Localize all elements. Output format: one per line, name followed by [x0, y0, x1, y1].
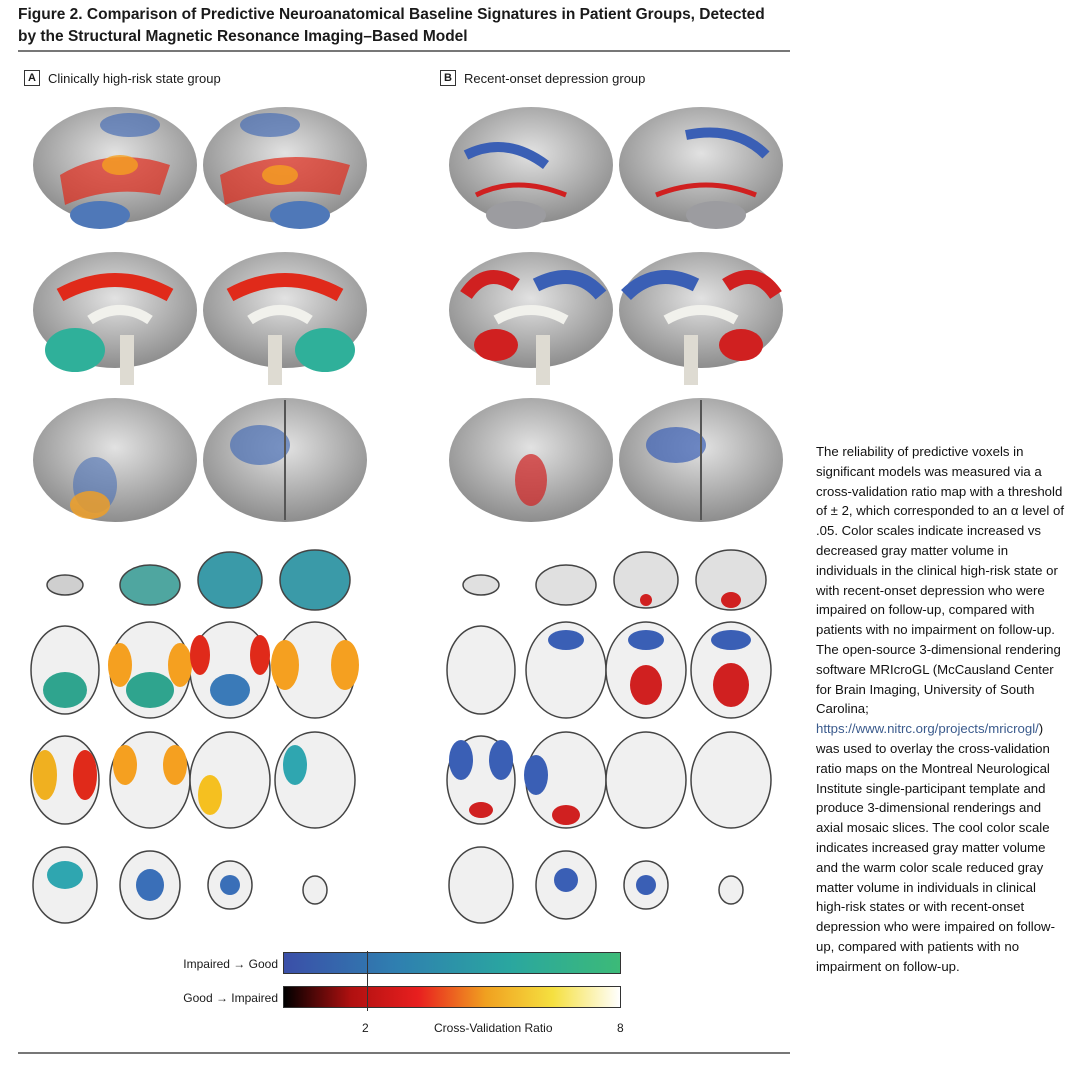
- colorbar-warm-label: Good → Impaired: [183, 991, 278, 1005]
- colorbar-warm: [283, 986, 621, 1008]
- caption-text-1: The reliability of predictive voxels in …: [816, 444, 1064, 717]
- panel-a-label: A Clinically high-risk state group: [24, 70, 221, 86]
- caption-text-2: ) was used to overlay the cross-validati…: [816, 721, 1055, 974]
- panel-a-brain-images: [20, 95, 380, 925]
- panel-a-title: Clinically high-risk state group: [48, 70, 221, 86]
- colorbar-tick-min: 2: [362, 1021, 369, 1035]
- figure-title: Figure 2. Comparison of Predictive Neuro…: [18, 4, 798, 48]
- colorbar-cool-label: Impaired → Good: [183, 957, 278, 971]
- panel-b-brain-images: [436, 95, 796, 925]
- caption-link[interactable]: https://www.nitrc.org/projects/mricrogl/: [816, 721, 1039, 737]
- panel-b-letter: B: [440, 70, 456, 86]
- panel-b-title: Recent-onset depression group: [464, 70, 646, 86]
- figure-title-line1: Figure 2. Comparison of Predictive Neuro…: [18, 6, 765, 23]
- panel-a-letter: A: [24, 70, 40, 86]
- colorbar-tick-max: 8: [617, 1021, 624, 1035]
- colorbar-axis-label: Cross-Validation Ratio: [434, 1021, 553, 1035]
- bottom-rule: [18, 1052, 790, 1054]
- colorbar-tick-line: [367, 951, 368, 1011]
- figure-caption: The reliability of predictive voxels in …: [816, 442, 1066, 977]
- colorbar-cool: [283, 952, 621, 974]
- figure-title-line2: by the Structural Magnetic Resonance Ima…: [18, 28, 468, 45]
- panel-b-label: B Recent-onset depression group: [440, 70, 645, 86]
- top-rule: [18, 50, 790, 52]
